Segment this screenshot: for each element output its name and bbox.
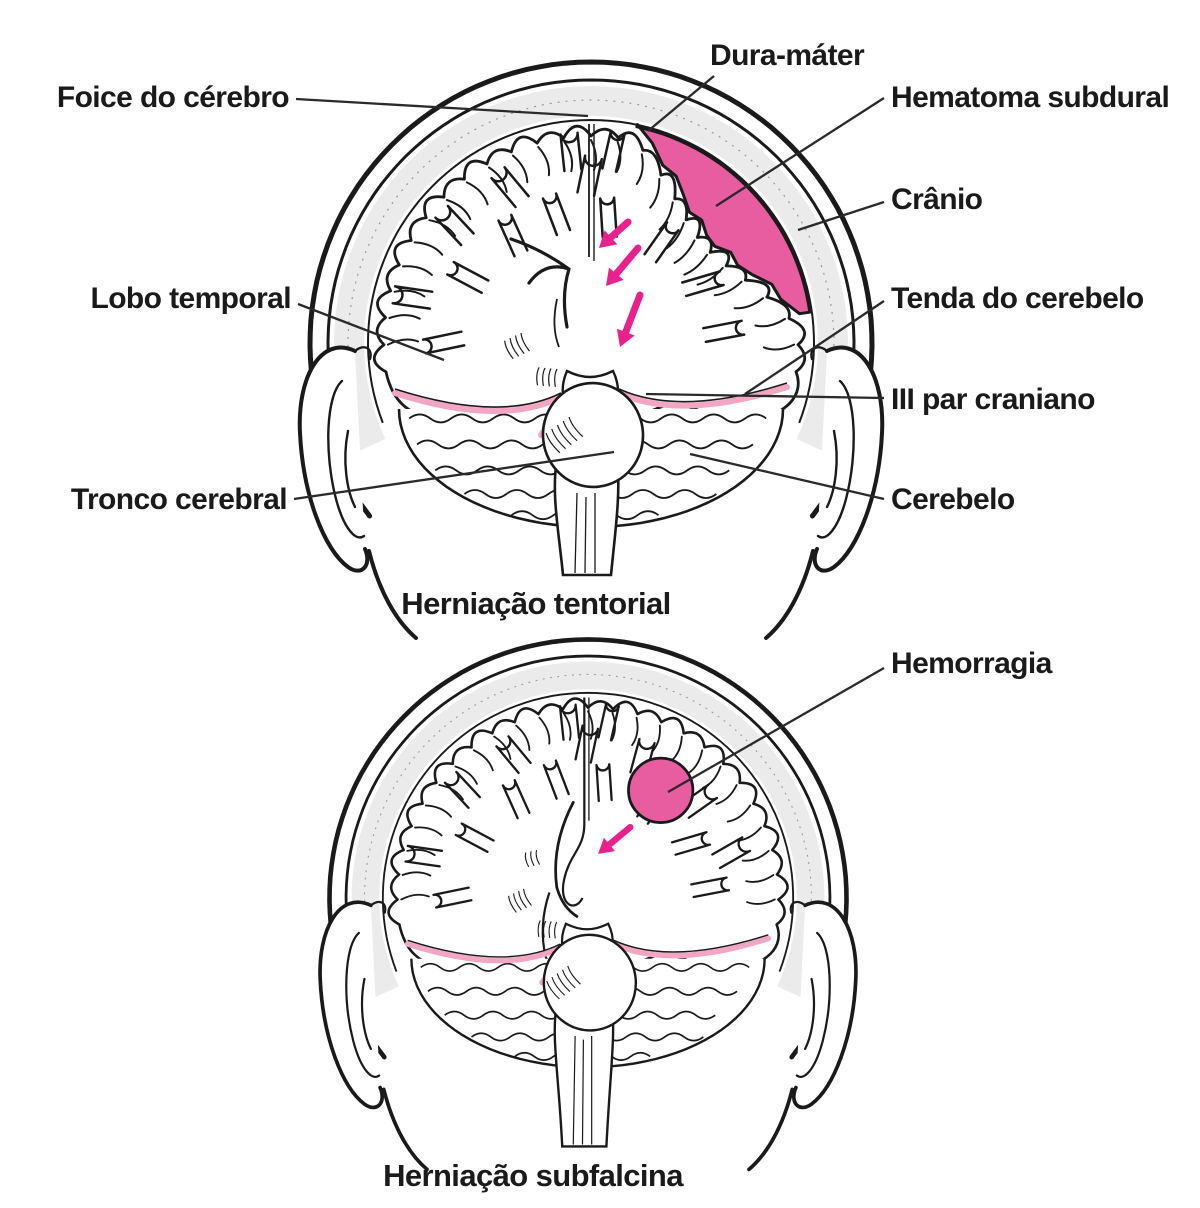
leader-subdural-hematoma: [715, 97, 885, 207]
ventricle-detail: [553, 298, 560, 348]
texture-hatch: [537, 920, 558, 939]
gyri: [391, 130, 746, 355]
brainstem-pons: [541, 381, 645, 489]
leader-hemorrhage: [667, 667, 885, 793]
herniation-arrow: [598, 823, 634, 854]
left-ear-curve: [360, 977, 372, 1050]
left-ear-curve: [344, 429, 357, 509]
label-tentorium: Tenda do cerebelo: [891, 282, 1144, 315]
leader-temporal-lobe: [297, 302, 445, 362]
leader-cerebellum: [689, 452, 885, 501]
neck-line: [764, 549, 815, 640]
label-subdural-hematoma: Hematoma subdural: [891, 81, 1170, 114]
spinal-cord: [553, 1003, 615, 1148]
tentorium-edge: [394, 382, 788, 408]
label-dura-mater: Dura-máter: [710, 39, 865, 72]
left-ear-curve: [369, 900, 387, 914]
neck-line: [381, 1087, 429, 1172]
neck-line: [367, 549, 418, 640]
lateral-ventricle: [554, 800, 579, 918]
leader-lines: [293, 75, 885, 793]
brainstem-pons: [542, 933, 638, 1032]
right-ear-curve: [804, 977, 816, 1050]
spinal-cord-lines: [572, 1035, 593, 1145]
herniation-arrow: [599, 218, 632, 248]
subdural-hematoma: [635, 123, 812, 316]
label-cerebellum: Cerebelo: [891, 483, 1015, 516]
leader-skull: [797, 200, 885, 232]
label-brainstem: Tronco cerebral: [70, 483, 288, 516]
texture-hatch: [546, 965, 581, 1000]
label-third-cranial-nerve: III par craniano: [891, 383, 1095, 416]
inner-table-dotted-line: [363, 673, 813, 960]
label-temporal-lobe: Lobo temporal: [90, 282, 291, 315]
inner-table-dotted-line: [347, 99, 835, 411]
leader-falx-cerebri: [295, 97, 589, 118]
herniation-arrow: [606, 244, 642, 286]
tentorium-cerebelli: [392, 382, 790, 438]
figure-subfalcine-herniation: [318, 637, 858, 1172]
left-ear: [318, 900, 429, 1172]
right-ear-curve: [812, 345, 885, 573]
lateral-ventricle: [509, 237, 571, 329]
caption-tentorial-herniation: Herniação tentorial: [401, 586, 671, 621]
left-ear-curve: [353, 346, 372, 361]
right-ear: [747, 900, 858, 1172]
dura-mater-line: [366, 118, 816, 424]
leader-brainstem: [293, 450, 615, 501]
spinal-cord-lines: [574, 492, 596, 574]
herniation-arrow: [616, 291, 644, 347]
left-ear: [297, 345, 418, 640]
scalp-outline: [327, 637, 849, 1060]
leader-tentorium: [744, 300, 885, 395]
skull-outline: [326, 78, 856, 460]
leader-third-cranial-nerve: [645, 392, 885, 400]
label-hemorrhage: Hemorragia: [891, 647, 1052, 680]
texture-hatch: [545, 416, 584, 454]
right-ear: [764, 345, 885, 640]
right-ear-curve: [816, 379, 855, 539]
left-ear-curve: [345, 931, 381, 1078]
tentorium-cerebelli: [404, 934, 772, 986]
tentorium-pink-band: [392, 384, 790, 438]
neck-line: [747, 1087, 795, 1172]
figure-tentorial-herniation: [297, 59, 885, 640]
left-ear-curve: [327, 379, 366, 539]
texture-hatch: [524, 850, 540, 868]
right-ear-curve: [825, 429, 838, 509]
right-ear-curve: [795, 931, 831, 1078]
tentorium-pink-band: [404, 935, 772, 986]
texture-hatch: [508, 888, 532, 913]
dura-mater-line: [381, 691, 795, 972]
label-skull: Crânio: [891, 183, 983, 216]
left-ear-curve: [318, 900, 384, 1110]
texture-hatch: [504, 332, 530, 360]
left-ear-curve: [297, 345, 370, 573]
right-ear-curve: [789, 900, 807, 914]
label-falx-cerebri: Foice do cérebro: [56, 81, 290, 114]
falx-midline-shifted: [561, 697, 586, 907]
tentorium-edge: [407, 934, 769, 958]
caption-subfalcine-herniation: Herniação subfalcina: [383, 1158, 683, 1193]
scalp-outline: [307, 59, 875, 519]
hemorrhage: [627, 756, 695, 824]
skull-outline: [344, 654, 832, 1006]
right-ear-curve: [792, 900, 858, 1110]
spinal-cord: [553, 457, 620, 577]
texture-hatch: [536, 367, 558, 388]
leader-dura-mater: [647, 75, 715, 132]
